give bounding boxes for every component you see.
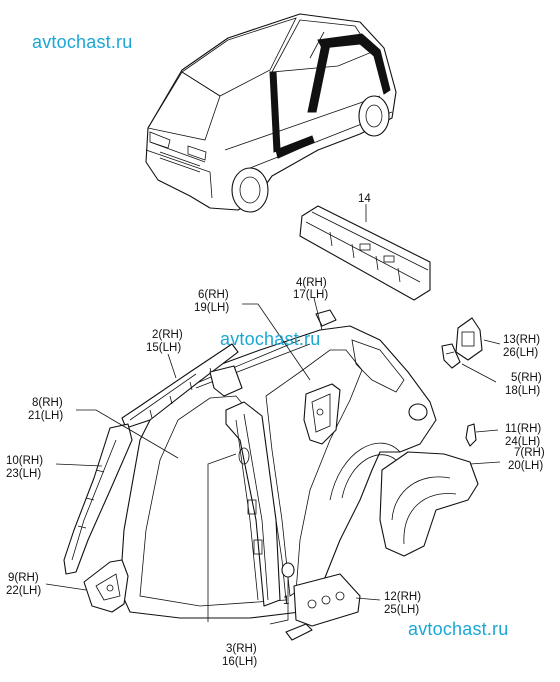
label-24-lh: 24(LH) [505, 436, 540, 448]
label-6-rh: 6(RH) [198, 289, 229, 301]
part-5-small-bracket [441, 343, 461, 369]
label-19-lh: 19(LH) [194, 302, 229, 314]
watermark-top: avtochast.ru [32, 32, 133, 52]
leader-lines [45, 297, 501, 625]
label-18-lh: 18(LH) [505, 385, 540, 397]
part-12-sill-reinforcement [285, 573, 361, 641]
label-3-rh: 3(RH) [226, 643, 257, 655]
label-12-rh: 12(RH) [384, 591, 421, 603]
label-26-lh: 26(LH) [503, 347, 538, 359]
part-9-lower-bracket [83, 559, 129, 613]
label-14: 14 [358, 193, 371, 205]
label-11-rh: 11(RH) [505, 423, 541, 435]
watermark-middle: avtochast.ru [220, 329, 321, 349]
watermark-bottom: avtochast.ru [408, 619, 509, 639]
label-13-rh: 13(RH) [503, 334, 540, 346]
label-15-lh: 15(LH) [146, 342, 181, 354]
label-17-lh: 17(LH) [293, 289, 328, 301]
label-7-rh: 7(RH) [514, 447, 545, 459]
part-1-plug [281, 562, 295, 578]
car-overview [145, 13, 397, 213]
label-16-lh: 16(LH) [222, 656, 257, 668]
label-21-lh: 21(LH) [28, 410, 63, 422]
label-23-lh: 23(LH) [6, 468, 41, 480]
label-10-rh: 10(RH) [6, 455, 43, 467]
label-2-rh: 2(RH) [152, 329, 183, 341]
label-20-lh: 20(LH) [508, 460, 543, 472]
callout-labels: 14 4(RH) 17(LH) 6(RH) 19(LH) 2(RH) 15(LH… [6, 193, 545, 668]
label-25-lh: 25(LH) [384, 604, 419, 616]
part-7-wheel-housing [379, 451, 479, 557]
label-4-rh: 4(RH) [296, 277, 327, 289]
part-11-clip [465, 423, 477, 447]
label-1: 1 [283, 595, 289, 607]
label-5-rh: 5(RH) [511, 372, 542, 384]
part-6-c-pillar-reinforcement [303, 383, 341, 445]
label-22-lh: 22(LH) [6, 585, 41, 597]
label-8-rh: 8(RH) [32, 397, 63, 409]
part-14-roof-rail [299, 204, 431, 301]
part-13-bracket [455, 317, 483, 361]
part-10-a-pillar [63, 423, 133, 575]
side-frame [119, 309, 437, 619]
label-9-rh: 9(RH) [8, 572, 39, 584]
part-2-front-roof-rail [121, 343, 243, 429]
